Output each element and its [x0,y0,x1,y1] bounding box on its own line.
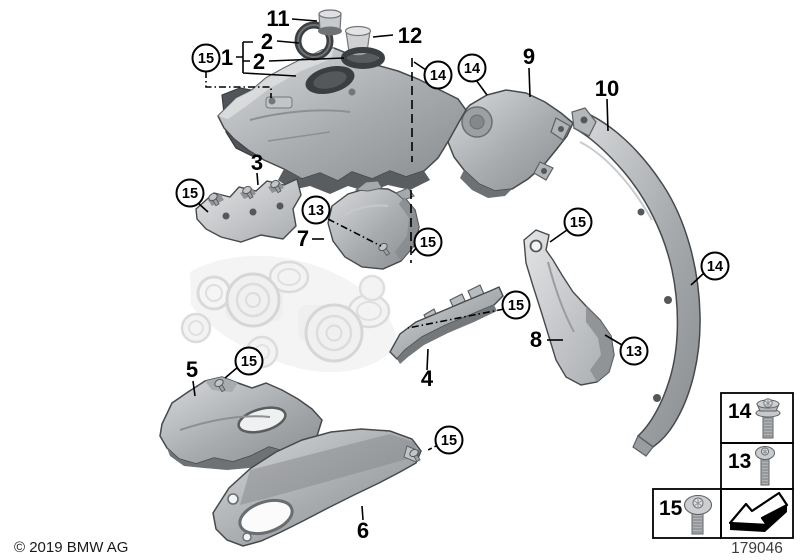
svg-text:13: 13 [626,344,642,360]
legend-label-15: 15 [659,497,683,520]
callout-11[interactable]: 11 [266,6,289,31]
svg-text:15: 15 [420,235,436,251]
legend-cell-arrow[interactable] [720,488,794,539]
part-4-heat-shield [389,284,504,364]
svg-text:15: 15 [570,215,586,231]
callout-13-part7[interactable]: 13 [301,195,331,225]
callout-4[interactable]: 4 [421,366,434,391]
svg-text:15: 15 [441,433,457,449]
callout-2-lower[interactable]: 2 [253,49,265,74]
legend-label-13: 13 [728,450,751,473]
copyright-text: © 2019 BMW AG [14,539,128,556]
svg-text:14: 14 [464,61,480,77]
callout-2-upper[interactable]: 2 [261,29,273,54]
callout-12[interactable]: 12 [398,23,422,48]
part-2-sealing-ring-left [294,21,334,61]
callout-8[interactable]: 8 [530,327,542,352]
callout-14-right[interactable]: 14 [457,53,487,83]
callout-15-part6[interactable]: 15 [434,425,464,455]
callout-7[interactable]: 7 [297,226,309,251]
leader-lines [192,18,705,521]
svg-text:15: 15 [241,354,257,370]
callout-15-part4[interactable]: 15 [501,290,531,320]
part-10-heat-shield [571,107,701,457]
callout-10[interactable]: 10 [595,76,619,101]
callout-6[interactable]: 6 [357,518,369,543]
callout-15-main[interactable]: 15 [191,43,221,73]
callout-9[interactable]: 9 [523,44,535,69]
callout-labels: 11 2 1 2 12 9 10 3 7 8 4 5 6 [186,6,619,543]
callout-13-part8[interactable]: 13 [619,336,649,366]
circled-callouts: 15 14 14 15 13 15 15 14 13 15 15 15 [175,43,730,455]
svg-text:15: 15 [508,298,524,314]
callout-3[interactable]: 3 [251,150,263,175]
callout-1[interactable]: 1 [221,45,233,70]
legend-label-14: 14 [728,400,752,423]
svg-text:15: 15 [182,186,198,202]
torx-button-head-screw-icon [683,494,713,535]
svg-text:14: 14 [430,68,446,84]
svg-text:13: 13 [308,203,324,219]
callout-14-part10[interactable]: 14 [700,251,730,281]
part-7-heat-shield [327,180,420,270]
part-6-heat-shield [212,428,423,547]
pointer-arrow-icon [728,491,789,532]
callout-15-mid[interactable]: 15 [413,227,443,257]
part-11-plug [318,9,342,36]
part-3-heat-shield [195,178,302,243]
callout-14-left[interactable]: 14 [423,60,453,90]
callout-15-part8[interactable]: 15 [563,207,593,237]
part-1-upper-heat-shield-assembly [217,47,467,194]
part-9-heat-shield [447,89,574,198]
ghost-turbocharger-assembly [180,255,397,373]
hex-flange-bolt-icon [755,398,781,439]
svg-text:15: 15 [198,51,214,67]
callout-15-part5[interactable]: 15 [234,346,264,376]
torx-cheese-head-screw-icon [755,446,775,486]
part-8-heat-shield [523,229,615,386]
callout-15-part3[interactable]: 15 [175,178,205,208]
callout-5[interactable]: 5 [186,357,198,382]
diagram-number: 179046 [731,540,783,557]
legend-table: 14 13 15 [652,392,794,539]
svg-text:14: 14 [707,259,723,275]
